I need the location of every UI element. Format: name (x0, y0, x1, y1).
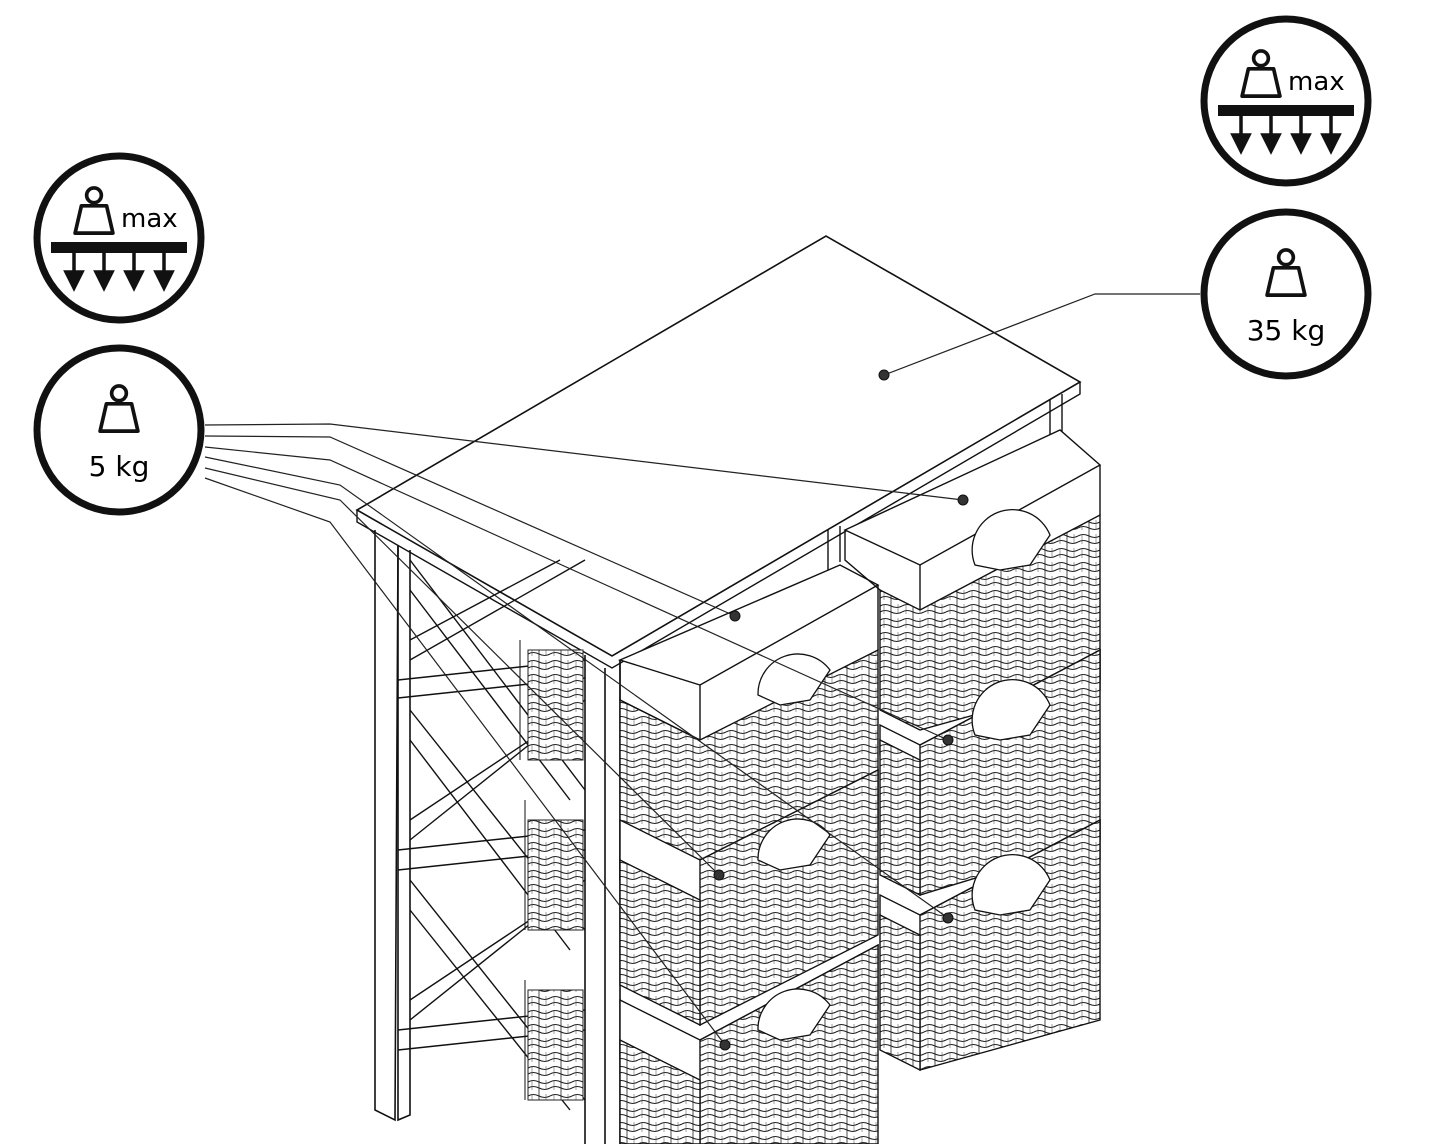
weight-on-shelf-arrows-down-icon (51, 186, 187, 292)
load-points (713, 369, 969, 1051)
leader-lines (204, 293, 1200, 1046)
basket-load-value: 5 kg (89, 450, 150, 483)
badge-top-load: 35 kg (1200, 208, 1372, 380)
left-side-frame (374, 530, 621, 1144)
back-right-leg (1049, 394, 1063, 440)
basket-right-top (843, 429, 1102, 731)
max-label-right: max (1288, 67, 1345, 97)
badge-max-load-left: max (33, 152, 205, 324)
load-point-basket-right-bottom (942, 912, 954, 924)
basket-left-middle (619, 768, 879, 1027)
load-point-basket-left-top (729, 610, 741, 622)
weight-on-shelf-arrows-down-icon (1218, 49, 1354, 155)
max-label-left: max (121, 204, 178, 234)
load-point-basket-left-middle (713, 869, 725, 881)
middle-divider (827, 526, 841, 570)
table-top (355, 235, 1082, 669)
load-point-basket-right-middle (942, 734, 954, 746)
drawer-unit (355, 235, 1102, 1144)
basket-left-bottom (619, 943, 879, 1144)
load-point-top (878, 369, 890, 381)
badge-max-load-right: max (1200, 15, 1372, 187)
basket-right-middle (879, 648, 1101, 897)
load-point-basket-left-bottom (719, 1039, 731, 1051)
top-load-value: 35 kg (1247, 314, 1326, 347)
basket-right-bottom (879, 818, 1101, 1072)
load-point-basket-right-top (957, 494, 969, 506)
badge-basket-load: 5 kg (33, 344, 205, 516)
